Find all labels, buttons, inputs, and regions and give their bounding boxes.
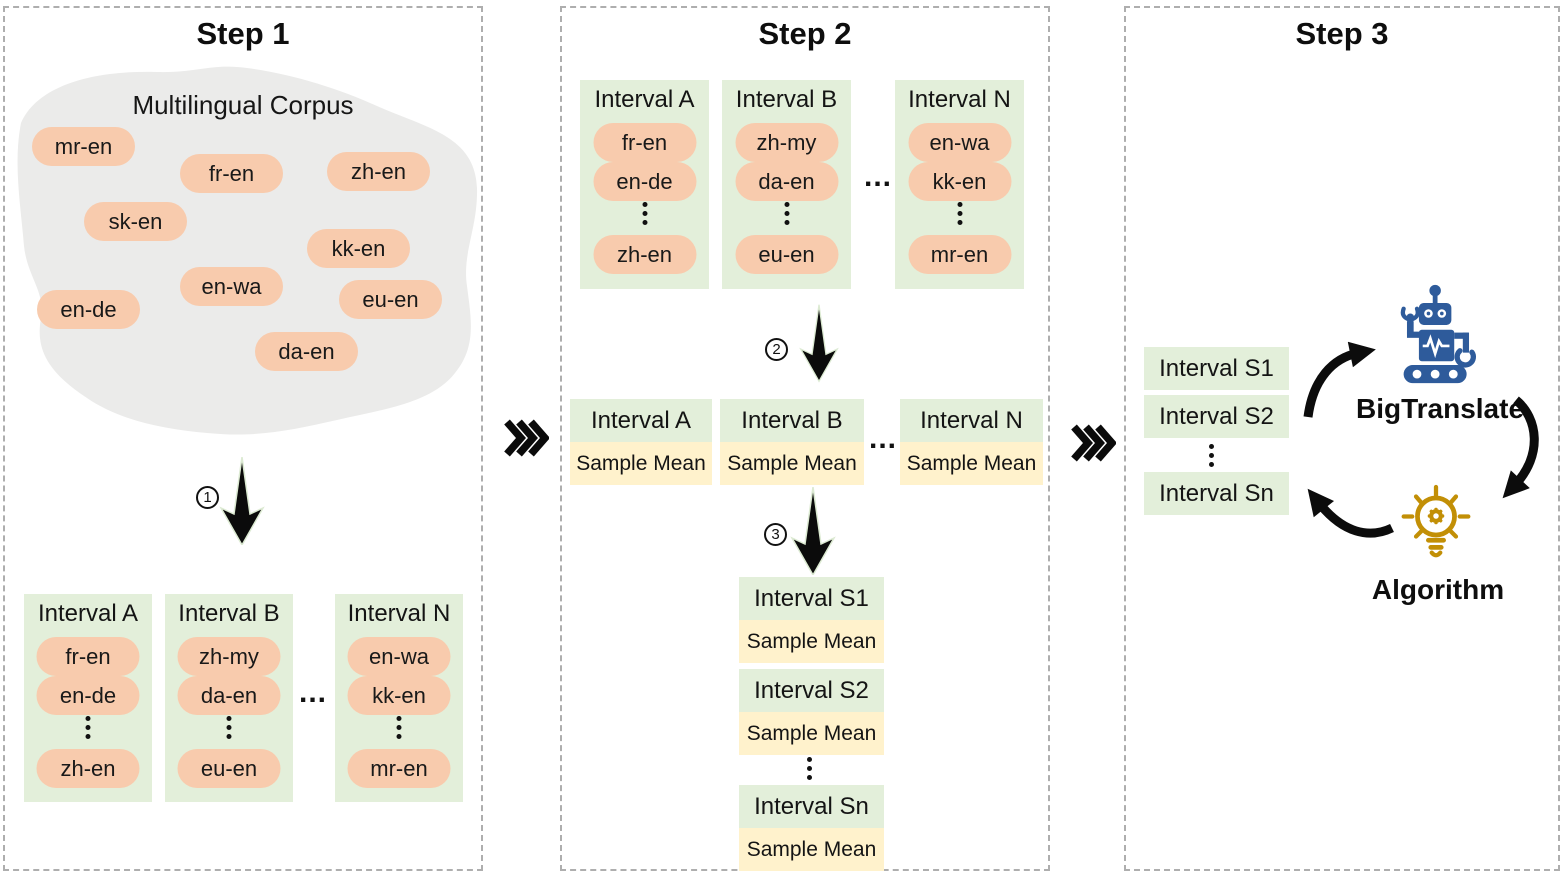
language-pair-pill: fr-en [593,123,696,162]
down-arrow-icon [219,457,265,545]
sample-mean-label: Sample Mean [739,620,884,663]
step3-title: Step 3 [1295,16,1389,51]
sorted-interval-row: Interval Sn [1144,472,1289,515]
language-pair-pill: en-wa [180,267,283,306]
interval-box: Interval A fr-en en-de zh-en [24,594,152,802]
sample-mean-label: Sample Mean [720,442,864,485]
vertical-ellipsis-icon [396,716,402,739]
robot-icon [1400,284,1476,384]
interval-box-title: Interval B [178,600,280,627]
triple-chevron-icon [1071,424,1116,462]
panel-step3: Step 3 Interval S1 Interval S2 Interval … [1124,6,1560,871]
cycle-arrows [1303,341,1539,538]
vertical-ellipsis-icon [85,716,91,739]
sorted-interval-row: Interval S1 [1144,347,1289,390]
triple-chevron-icon [504,419,549,457]
interval-box-title: Interval B [735,86,838,113]
sorted-interval-box: Interval Sn Sample Mean [739,785,884,871]
interval-mean-box: Interval N Sample Mean [900,399,1043,485]
step-marker-2: 2 [765,338,788,361]
interval-box: Interval N en-wa kk-en mr-en [335,594,463,802]
language-pair-pill: en-wa [347,637,451,676]
step2-title: Step 2 [758,16,852,51]
interval-box-title: Interval N [908,86,1011,113]
sorted-interval-box: Interval S1 Sample Mean [739,577,884,663]
sample-mean-label: Sample Mean [739,828,884,871]
model-label: BigTranslate [1355,393,1525,424]
interval-box: Interval B zh-my da-en eu-en [165,594,293,802]
language-pair-pill: eu-en [177,749,281,788]
interval-mean-title: Interval A [570,399,712,442]
vertical-ellipsis-icon [807,757,812,780]
step-marker-3: 3 [764,523,787,546]
language-pair-pill: zh-en [36,749,140,788]
down-arrow-icon [790,487,836,575]
vertical-ellipsis-icon [226,716,232,739]
language-pair-pill: mr-en [908,235,1011,274]
sorted-interval-title: Interval S1 [739,577,884,620]
lightbulb-gear-icon [1401,484,1471,558]
language-pair-pill: en-de [593,162,696,201]
interval-box: Interval N en-wa kk-en mr-en [895,80,1024,289]
language-pair-pill: eu-en [735,235,838,274]
vertical-ellipsis-icon [957,202,962,225]
language-pair-pill: da-en [255,332,358,371]
arrow-algorithm-to-list [1307,488,1394,538]
language-pair-pill: eu-en [339,280,442,319]
language-pair-pill: mr-en [32,127,135,166]
interval-mean-title: Interval B [720,399,864,442]
language-pair-pill: zh-en [327,152,430,191]
language-pair-pill: da-en [177,676,281,715]
language-pair-pill: kk-en [347,676,451,715]
interval-mean-box: Interval A Sample Mean [570,399,712,485]
algorithm-label: Algorithm [1371,574,1505,605]
language-pair-pill: zh-my [177,637,281,676]
language-pair-pill: zh-my [735,123,838,162]
interval-box-title: Interval A [37,600,139,627]
interval-mean-title: Interval N [900,399,1043,442]
vertical-ellipsis-icon [642,202,647,225]
language-pair-pill: en-de [36,676,140,715]
language-pair-pill: kk-en [908,162,1011,201]
language-pair-pill: sk-en [84,202,187,241]
step-marker-1: 1 [196,486,219,509]
interval-box-title: Interval N [347,600,451,627]
language-pair-pill: kk-en [307,229,410,268]
language-pair-pill: en-de [37,290,140,329]
panel-step1: Step 1 Multilingual Corpus mr-en fr-en z… [3,6,483,871]
down-arrow-icon [799,304,839,383]
ellipsis-between-boxes: ... [863,160,892,193]
sorted-interval-title: Interval Sn [739,785,884,828]
sorted-interval-row: Interval S2 [1144,395,1289,438]
sample-mean-label: Sample Mean [739,712,884,755]
language-pair-pill: en-wa [908,123,1011,162]
panel-step2: Step 2 Interval A fr-en en-de zh-en Inte… [560,6,1050,871]
corpus-label: Multilingual Corpus [132,90,354,120]
language-pair-pill: da-en [735,162,838,201]
ellipsis-between-boxes: ... [868,422,897,455]
language-pair-pill: fr-en [36,637,140,676]
vertical-ellipsis-icon [1209,444,1214,467]
sorted-interval-box: Interval S2 Sample Mean [739,669,884,755]
sample-mean-label: Sample Mean [900,442,1043,485]
interval-box: Interval B zh-my da-en eu-en [722,80,851,289]
interval-box-title: Interval A [594,86,695,113]
sorted-interval-title: Interval S2 [739,669,884,712]
language-pair-pill: zh-en [593,235,696,274]
sample-mean-label: Sample Mean [570,442,712,485]
ellipsis-between-boxes: ... [298,676,327,709]
interval-mean-box: Interval B Sample Mean [720,399,864,485]
step1-title: Step 1 [196,16,290,51]
interval-box: Interval A fr-en en-de zh-en [580,80,709,289]
vertical-ellipsis-icon [784,202,789,225]
language-pair-pill: fr-en [180,154,283,193]
language-pair-pill: mr-en [347,749,451,788]
